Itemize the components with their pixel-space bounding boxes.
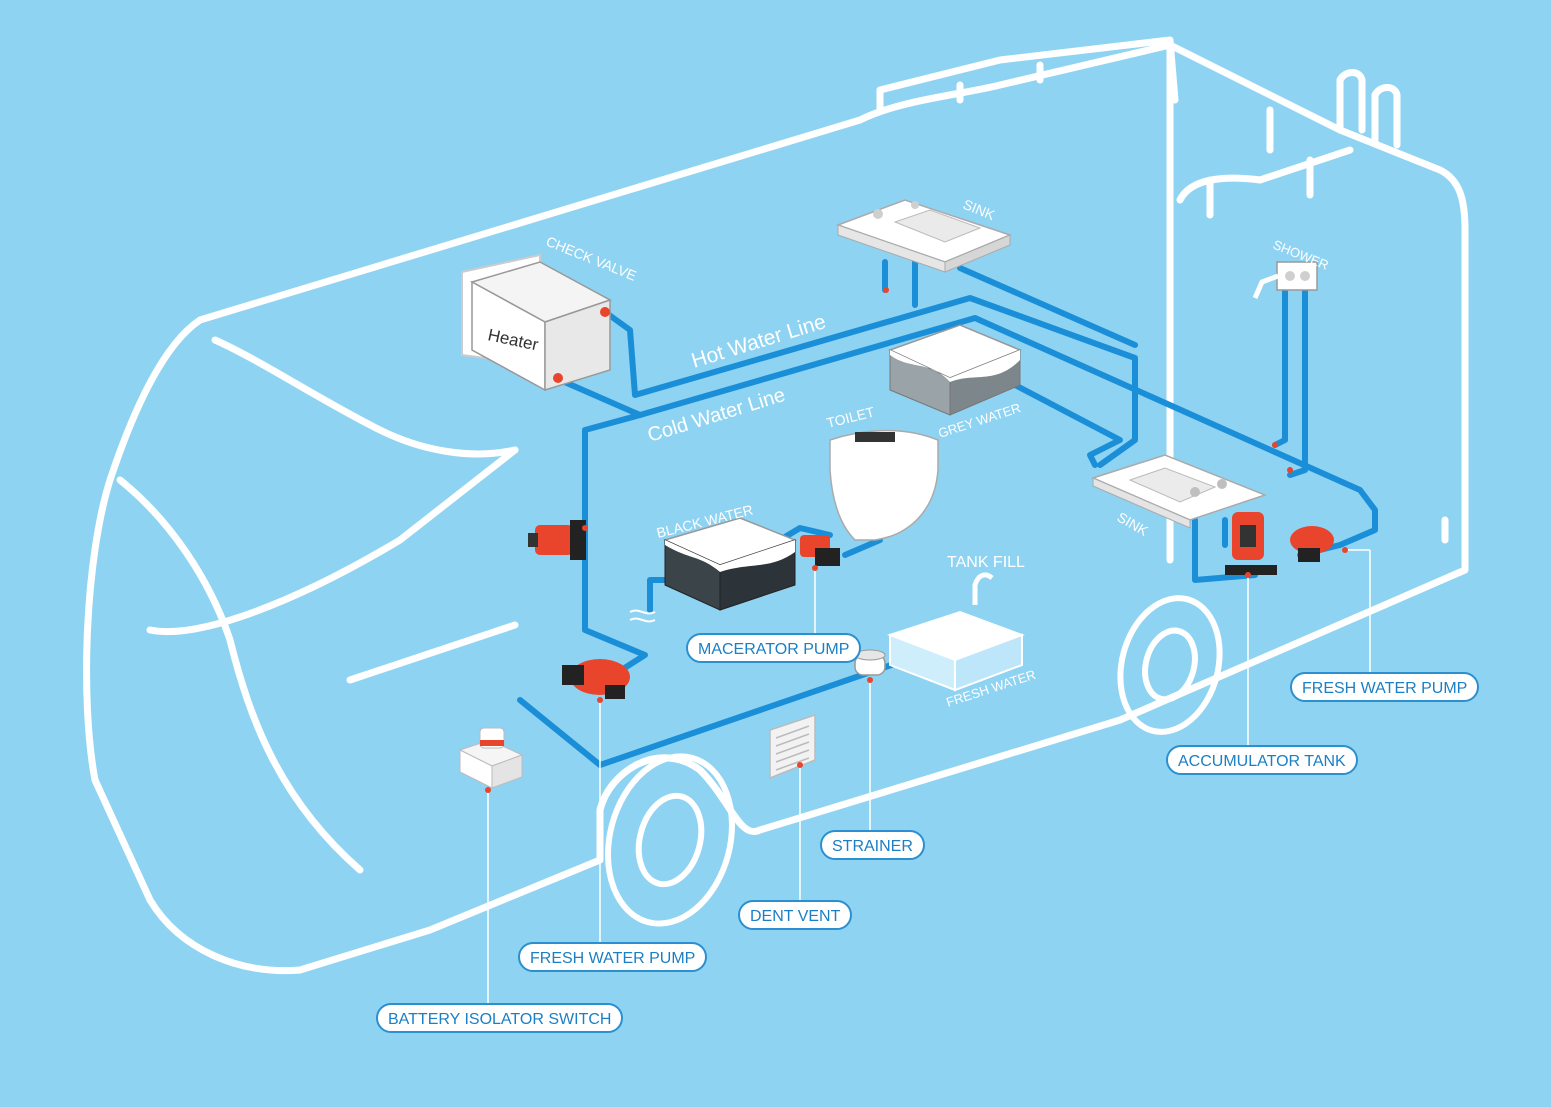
hot-water-pipe (602, 295, 1138, 468)
macerator-pump (800, 535, 840, 566)
sink-right-label: SINK (1115, 509, 1152, 540)
sink-to-grey-pipe (957, 265, 1138, 348)
fresh-water-pump-left-callout: FRESH WATER PUMP (518, 942, 708, 972)
shower (1252, 261, 1318, 300)
sink-right (1090, 454, 1268, 529)
leader-dots (485, 287, 1348, 793)
strainer-callout: STRAINER (820, 830, 925, 860)
fresh-water-tank (887, 572, 1025, 692)
leader-lines (487, 549, 1371, 1003)
black-drain-pipe (647, 577, 668, 613)
fresh-water-pump-left-device (562, 659, 630, 699)
toilet-label: TOILET (825, 403, 877, 430)
dent-vent-callout: DENT VENT (738, 900, 853, 930)
battery-isolator-switch-device (458, 727, 524, 789)
heater (461, 253, 612, 392)
grey-to-sink-pipe (1012, 382, 1123, 468)
shower-pipe (1272, 282, 1308, 478)
front-wheel (605, 753, 735, 927)
accumulator-tank-callout: ACCUMULATOR TANK (1166, 745, 1358, 775)
toilet (829, 429, 939, 541)
right-sink-pipe (1192, 517, 1258, 583)
tank-fill-label: TANK FILL (947, 554, 1025, 571)
grey-water-tank (888, 324, 1022, 416)
dent-vent-device (769, 713, 816, 780)
sink-top-label: SINK (961, 196, 998, 223)
check-valve-pump (528, 520, 586, 560)
black-water-tank (629, 517, 798, 623)
accumulator-tank-device (1225, 512, 1277, 575)
rv-outline (83, 36, 1469, 975)
sink-top (835, 199, 1013, 273)
battery-isolator-switch-callout: BATTERY ISOLATOR SWITCH (376, 1003, 624, 1033)
fresh-water-pump-right-callout: FRESH WATER PUMP (1290, 672, 1480, 702)
cold-supply-pipe (582, 412, 648, 693)
sink-drain-pipe (882, 259, 918, 308)
fresh-water-pump-right-device (1290, 526, 1334, 562)
macerator-pump-callout: MACERATOR PUMP (686, 633, 862, 663)
rear-wheel (1117, 595, 1223, 735)
strainer-device (854, 649, 886, 676)
